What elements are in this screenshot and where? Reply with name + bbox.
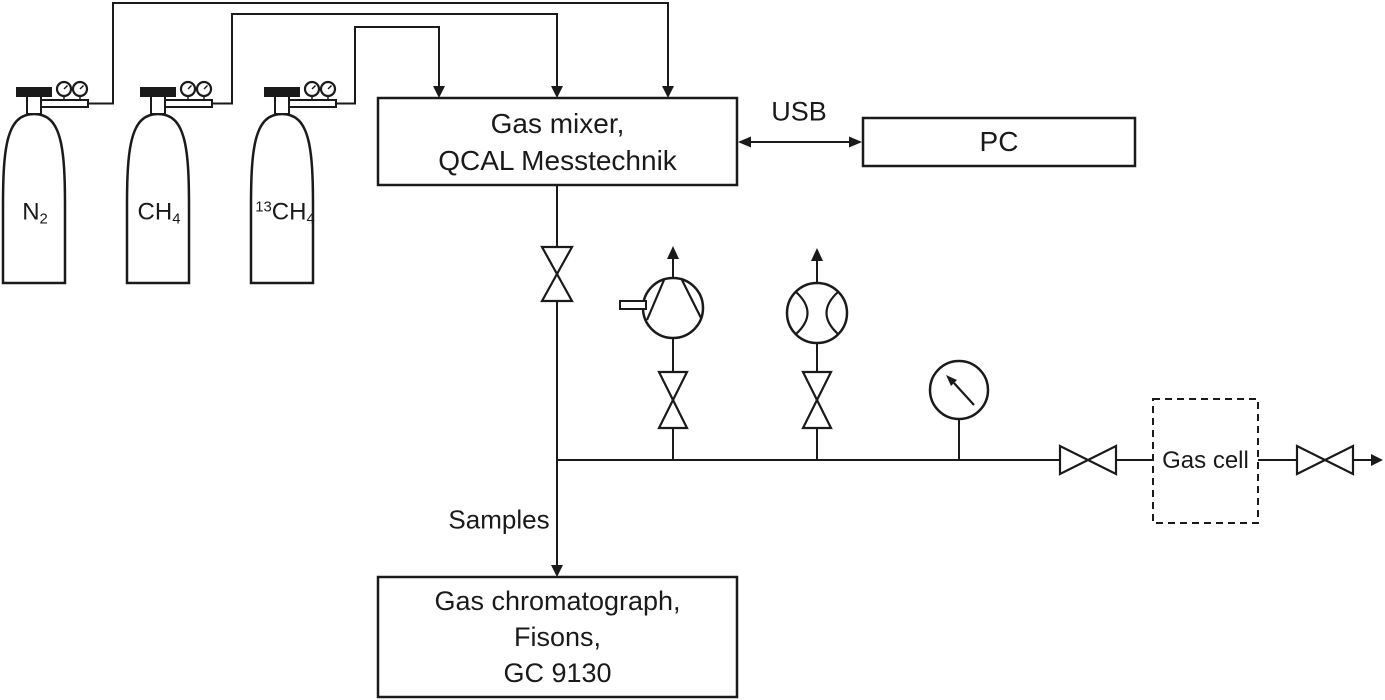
gauge-needle-arrow-icon [946, 375, 957, 386]
cylinder-13ch4-regulator-bar [288, 99, 337, 108]
gc-label-line3: GC 9130 [503, 658, 612, 688]
valve-main-icon [540, 245, 574, 303]
arrow-up-icon [811, 248, 823, 261]
arrow-down-icon [551, 565, 563, 577]
cylinder-ch4-regulator-bar [164, 99, 213, 108]
cylinder-n2-neck [26, 95, 42, 115]
pipe-n2-to-mixer [88, 2, 669, 105]
arrow-right-icon [849, 136, 862, 148]
samples-label: Samples [448, 504, 550, 535]
flow-meter-branch [785, 248, 849, 460]
valve-gascell-inlet-icon [1058, 444, 1118, 476]
cylinder-13ch4-neck [274, 95, 290, 115]
gas-mixer-label-line2: QCAL Messtechnik [438, 144, 677, 176]
pc-label: PC [979, 126, 1019, 157]
gc-label-line1: Gas chromatograph, [434, 586, 681, 616]
cylinder-ch4-label: CH4 [137, 198, 181, 228]
valve-flowmeter-icon [801, 370, 833, 430]
gc-label-line2: Fisons, [513, 622, 602, 652]
gas-mixer-box [376, 96, 739, 187]
gas-mixer-label: Gas mixer, QCAL Messtechnik [378, 98, 737, 185]
cylinder-n2 [1, 2, 669, 285]
gas-mixer-label-line1: Gas mixer, [490, 107, 625, 139]
valve-gascell-outlet-icon [1295, 444, 1355, 476]
pipe-13ch4-to-mixer [336, 26, 440, 105]
pipe-ch4-to-mixer [212, 13, 558, 105]
arrow-down-icon [662, 86, 674, 98]
pump-inlet-stub [619, 300, 647, 310]
cylinder-13ch4 [249, 26, 440, 285]
arrow-down-icon [433, 86, 445, 98]
arrow-up-icon [667, 246, 679, 259]
cylinder-n2-regulator-bar [40, 99, 89, 108]
gas-cell-box [1152, 398, 1259, 524]
cylinder-n2-valve-cap-icon [16, 87, 52, 97]
valve-pump-icon [657, 370, 689, 430]
cylinder-ch4-neck [150, 95, 166, 115]
cylinder-ch4 [125, 13, 558, 285]
pressure-gauge-branch [928, 359, 990, 460]
usb-connection [738, 136, 862, 148]
usb-label: USB [771, 96, 827, 127]
arrow-left-icon [738, 136, 751, 148]
gas-cell-label: Gas cell [1162, 447, 1249, 474]
gas-chromatograph-label: Gas chromatograph, Fisons, GC 9130 [378, 577, 737, 697]
cylinder-13ch4-label: 13CH4 [255, 198, 315, 228]
arrow-right-icon [1371, 454, 1383, 466]
vacuum-pump-branch [619, 246, 705, 460]
cylinder-13ch4-valve-cap-icon [264, 87, 300, 97]
pc-box [861, 116, 1137, 168]
cylinder-n2-label: N2 [22, 198, 48, 228]
gas-chromatograph-box [376, 575, 739, 699]
cylinder-ch4-valve-cap-icon [140, 87, 176, 97]
arrow-down-icon [551, 86, 563, 98]
